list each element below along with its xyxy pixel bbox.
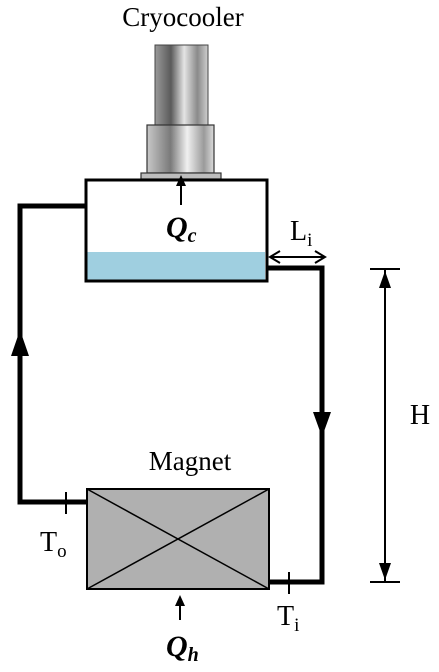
- li-dimension-arrow: [268, 250, 327, 264]
- magnet: [86, 488, 270, 590]
- condenser-vessel: [84, 178, 269, 283]
- cryocooler-upper-cylinder: [154, 44, 209, 126]
- cryocooler-label: Cryocooler: [122, 2, 243, 32]
- vessel-wall: [84, 178, 269, 283]
- return-line: [17, 203, 86, 505]
- flow-up-arrow: [11, 330, 29, 356]
- ti-label: Ti: [277, 601, 299, 636]
- h-label: H: [410, 400, 430, 431]
- h-dimension-arrow: [370, 268, 400, 583]
- qh-label: Qh: [166, 630, 199, 666]
- to-label: To: [40, 527, 67, 562]
- qc-heat-arrow: [176, 175, 186, 205]
- li-label: Li: [290, 216, 312, 251]
- flow-down-arrow: [313, 412, 331, 437]
- magnet-label: Magnet: [149, 446, 232, 476]
- qc-label: Qc: [166, 211, 197, 247]
- qh-heat-arrow: [175, 595, 185, 620]
- cryocooler: [140, 44, 222, 180]
- supply-line: [266, 265, 325, 585]
- cryocooler-lower-cylinder: [146, 124, 215, 174]
- liquid-level: [87, 252, 265, 280]
